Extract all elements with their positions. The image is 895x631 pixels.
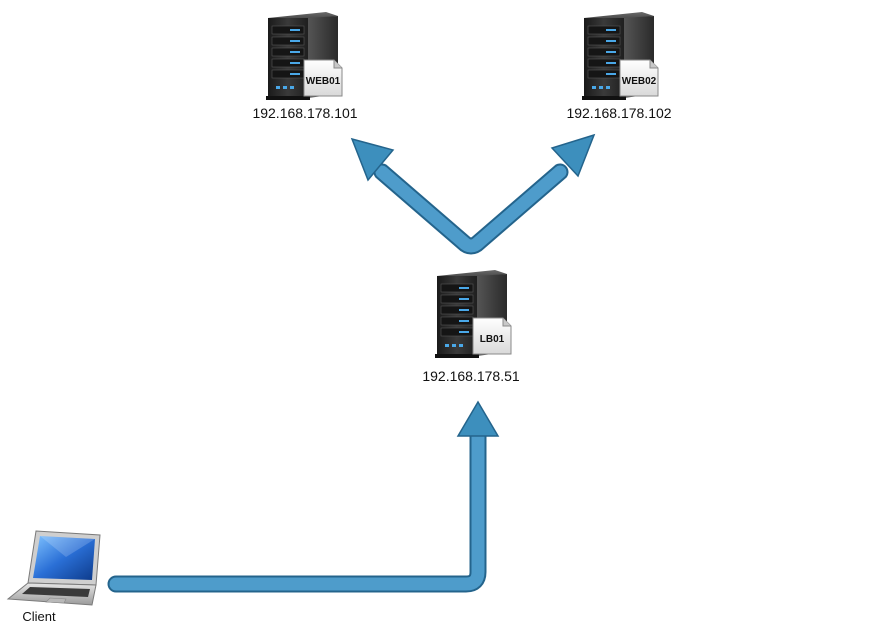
load-balancer-split-arrow <box>350 133 596 255</box>
client-to-lb-arrow <box>107 400 500 593</box>
laptop-icon <box>6 530 101 606</box>
server-web01-icon: WEB01 <box>265 11 343 101</box>
arrowhead-to-web01 <box>350 137 395 182</box>
ip-label-lb01: 192.168.178.51 <box>422 368 520 384</box>
server-tag-lb01: LB01 <box>480 334 505 345</box>
ip-label-web01: 192.168.178.101 <box>252 105 358 121</box>
arrowhead-to-lb01 <box>456 400 500 437</box>
server-tag-web01: WEB01 <box>306 76 341 87</box>
client-label: Client <box>22 609 56 624</box>
arrowhead-to-web02 <box>550 133 596 178</box>
server-tag-web02: WEB02 <box>622 76 657 87</box>
server-lb01-icon: LB01 <box>434 269 512 359</box>
ip-label-web02: 192.168.178.102 <box>566 105 672 121</box>
server-web02-icon: WEB02 <box>581 11 659 101</box>
